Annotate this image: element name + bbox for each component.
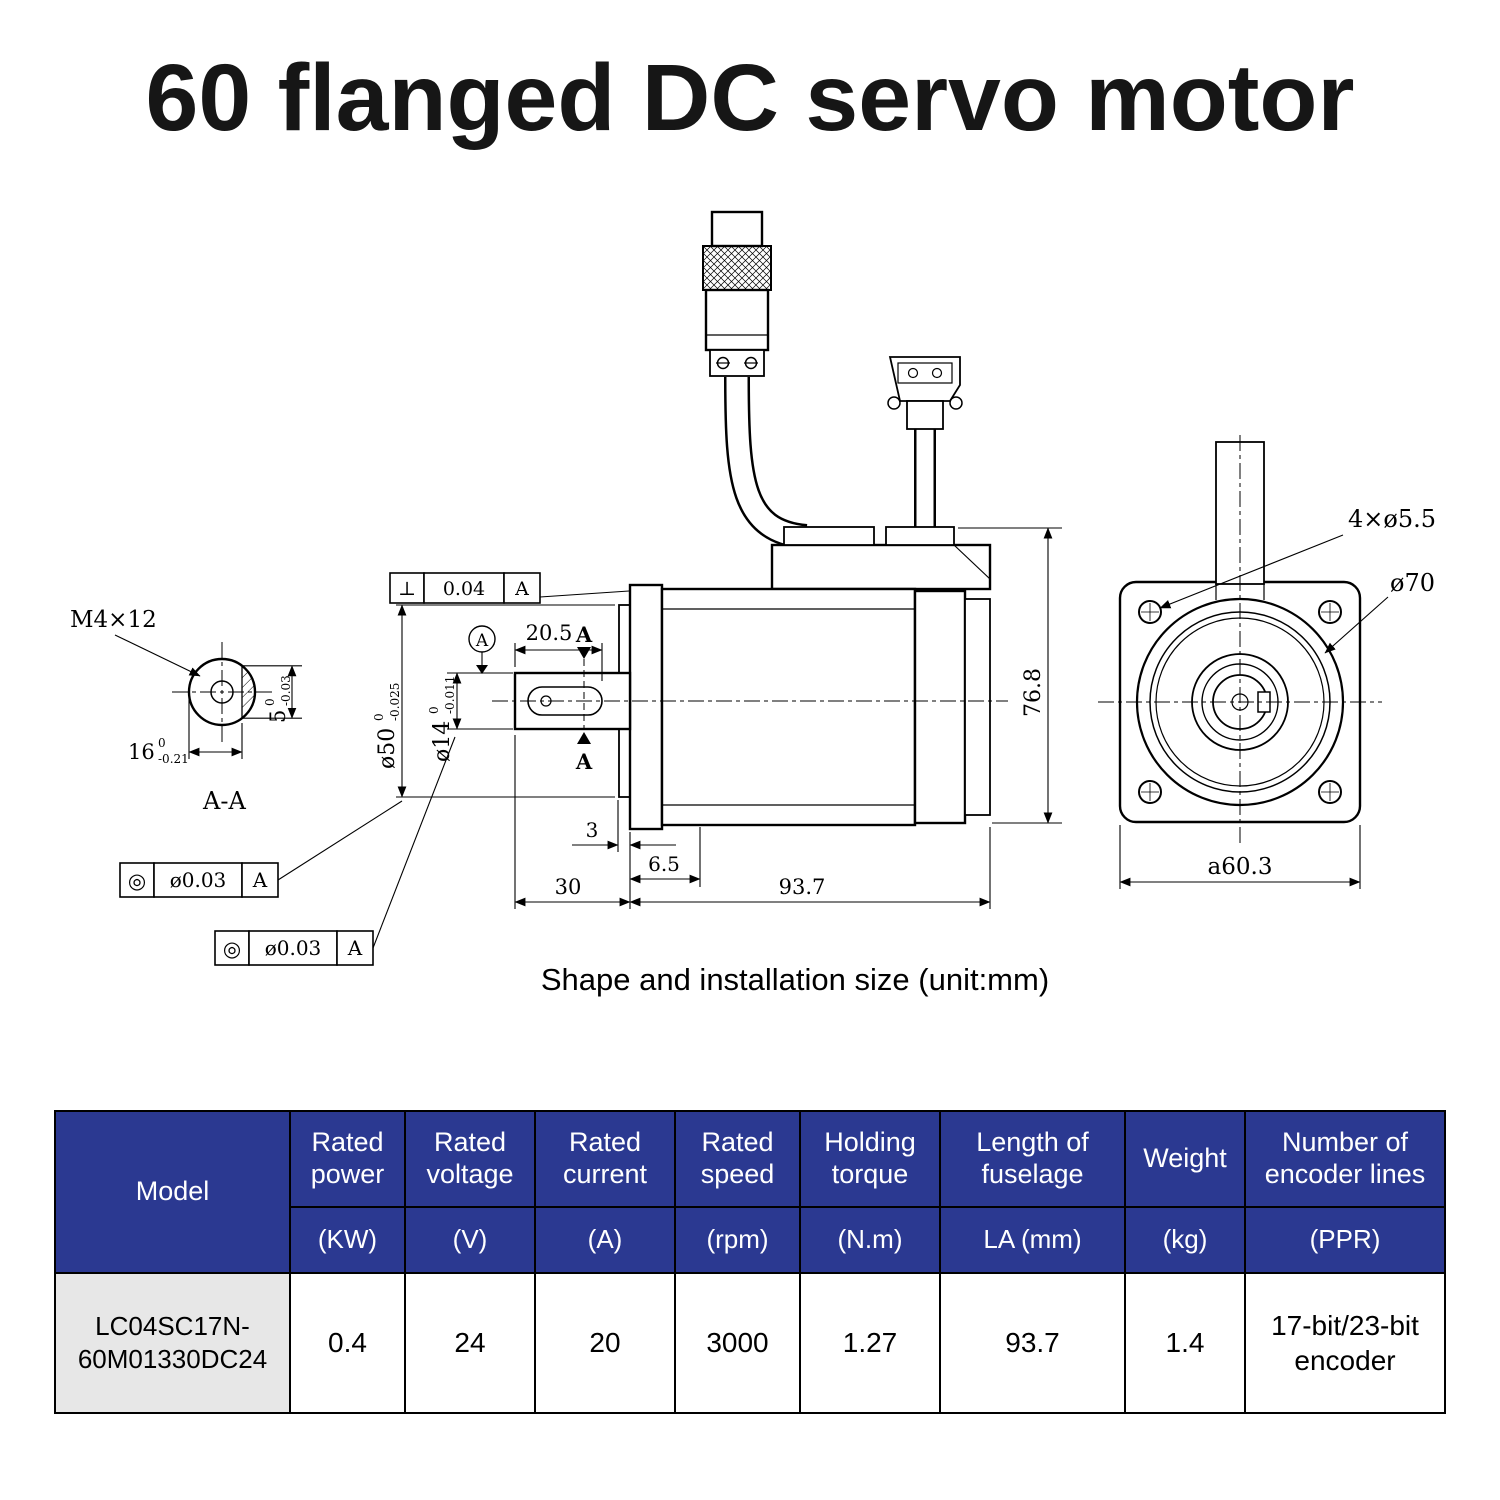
technical-drawing: M4×12 5 0 -0.03 16 0 -0.21 A-A [70,210,1436,997]
fcf-perpendicularity: ⊥ 0.04 A [389,571,630,604]
cell-rated-voltage: 24 [404,1271,536,1414]
col-header-weight: Weight [1124,1109,1246,1208]
svg-text:ø0.03: ø0.03 [170,868,227,892]
dim-shaft-length: 30 [555,875,582,899]
annotations-side: ⊥ 0.04 A A A A 20.5 [372,526,1062,909]
encoder-housing [770,543,992,590]
fcf-runout-2: ◎ ø0.03 A [214,736,456,966]
svg-text:A: A [575,622,593,647]
front-view [1098,434,1382,844]
annotations-front: 4×ø5.5 ø70 a60.3 [1119,505,1436,889]
unit-rated-power: (KW) [289,1205,406,1274]
unit-holding-torque: (N.m) [799,1205,941,1274]
cell-encoder-lines: 17-bit/23-bit encoder [1244,1271,1446,1414]
unit-rated-current: (A) [534,1205,676,1274]
dim-keyway-width: 5 0 -0.03 [263,675,293,723]
svg-text:0: 0 [158,736,166,750]
unit-rated-speed: (rpm) [674,1205,801,1274]
cable-gland-1 [783,525,875,546]
cable-gland-2 [885,525,955,546]
section-label: A-A [202,787,246,815]
svg-text:-0.21: -0.21 [158,752,189,766]
table-row: LC04SC17N-60M01330DC24 0.4 24 20 3000 1.… [54,1271,1446,1414]
col-header-model: Model [54,1109,291,1274]
mounting-holes [1138,599,1342,804]
svg-text:A: A [347,936,363,960]
db9-connector [887,355,963,430]
cell-model: LC04SC17N-60M01330DC24 [54,1271,291,1414]
svg-text:0: 0 [372,713,386,721]
cell-rated-power: 0.4 [289,1271,406,1414]
motor-body [660,587,917,826]
dim-keyway-flat: 16 0 -0.21 [128,736,189,766]
dim-total-height: 76.8 [1021,668,1046,717]
svg-text:0: 0 [263,698,277,706]
svg-text:ø0.03: ø0.03 [265,936,322,960]
svg-text:ø50: ø50 [375,727,400,768]
unit-weight: (kg) [1124,1205,1246,1274]
col-header-encoder-lines: Number of encoder lines [1244,1109,1446,1208]
dim-mount-holes: 4×ø5.5 [1348,505,1436,533]
svg-text:A: A [514,578,529,600]
thread-label: M4×12 [70,607,157,633]
drawing-area: M4×12 5 0 -0.03 16 0 -0.21 A-A [0,187,1500,1022]
side-view [492,525,1008,830]
dim-shaft-diameter: ø14 0 -0.011 [427,675,457,761]
perpendicularity-icon: ⊥ [398,578,416,600]
dim-step: 6.5 [648,852,680,876]
svg-text:A: A [475,631,489,651]
concentricity-icon: ◎ [128,869,146,893]
annotations-section: M4×12 5 0 -0.03 16 0 -0.21 A-A [70,607,456,966]
col-header-holding-torque: Holding torque [799,1109,941,1208]
dim-body-length: 93.7 [779,875,826,899]
col-header-fuselage-length: Length of fuselage [939,1109,1126,1208]
svg-text:16: 16 [128,740,155,764]
spec-table: Model Rated power Rated voltage Rated cu… [54,1109,1446,1414]
cell-holding-torque: 1.27 [799,1271,941,1414]
cell-fuselage-length: 93.7 [939,1271,1126,1414]
svg-text:A: A [252,868,268,892]
dim-pilot-depth: 3 [586,818,599,842]
unit-fuselage-length: LA (mm) [939,1205,1126,1274]
aviation-plug-cable [724,376,808,550]
svg-text:76.8: 76.8 [1021,668,1046,717]
svg-text:0.04: 0.04 [443,578,485,600]
dim-flange-size: a60.3 [1208,854,1273,880]
dim-bolt-circle: ø70 [1390,569,1435,597]
svg-text:-0.03: -0.03 [279,675,293,706]
col-header-rated-power: Rated power [289,1109,406,1208]
dim-pilot-diameter: ø50 0 -0.025 [372,682,402,768]
rear-section [913,589,967,824]
concentricity-icon: ◎ [223,937,241,961]
col-header-rated-speed: Rated speed [674,1109,801,1208]
page-title: 60 flanged DC servo motor [145,45,1355,151]
unit-rated-voltage: (V) [404,1205,536,1274]
col-header-rated-current: Rated current [534,1109,676,1208]
fcf-runout-1: ◎ ø0.03 A [119,800,403,898]
drawing-caption: Shape and installation size (unit:mm) [541,962,1049,997]
cell-rated-current: 20 [534,1271,676,1414]
aviation-plug-connector [702,210,772,377]
col-header-rated-voltage: Rated voltage [404,1109,536,1208]
cell-rated-speed: 3000 [674,1271,801,1414]
front-flange [628,583,664,830]
dim-keyway-length: 20.5 [526,621,573,645]
unit-encoder-lines: (PPR) [1244,1205,1446,1274]
svg-text:5: 5 [266,709,290,722]
cell-weight: 1.4 [1124,1271,1246,1414]
svg-text:A: A [575,749,593,774]
svg-text:-0.025: -0.025 [388,682,402,720]
svg-text:ø14: ø14 [430,720,455,761]
datum-flag: A [468,624,496,674]
section-view-aa [172,641,272,745]
svg-text:0: 0 [427,706,441,714]
rear-cap [964,597,991,816]
svg-text:-0.011: -0.011 [443,675,457,713]
